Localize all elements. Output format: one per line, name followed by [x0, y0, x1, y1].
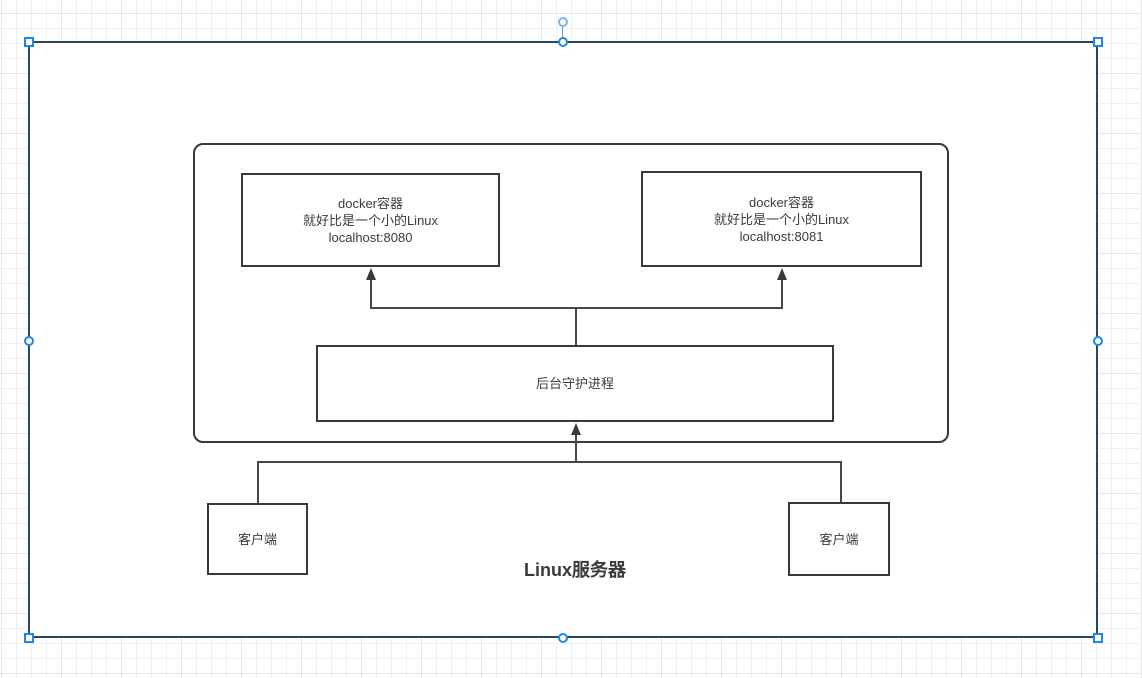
connector-left-client-vertical[interactable] [257, 461, 259, 504]
server-group-box[interactable] [193, 143, 949, 443]
docker-left-title: docker容器 [337, 195, 404, 211]
rotation-stick [562, 26, 563, 38]
connector-daemon-top-vertical[interactable] [575, 307, 577, 347]
docker-left-address: localhost:8080 [328, 229, 413, 245]
client-left-box[interactable]: 客户端 [207, 503, 308, 575]
client-right-box[interactable]: 客户端 [788, 502, 890, 576]
connector-to-right-container-vertical[interactable] [781, 272, 783, 309]
arrowhead-up-left-container-icon [366, 268, 376, 280]
connector-right-client-vertical[interactable] [840, 461, 842, 503]
resize-handle-e[interactable] [1093, 336, 1103, 346]
selected-outer-rectangle[interactable] [28, 41, 1098, 638]
connector-daemon-bottom-vertical[interactable] [575, 427, 577, 463]
client-left-label: 客户端 [237, 531, 277, 547]
daemon-box[interactable]: 后台守护进程 [316, 345, 834, 422]
connector-clients-horizontal[interactable] [257, 461, 842, 463]
client-right-label: 客户端 [819, 531, 859, 547]
docker-right-subtitle: 就好比是一个小的Linux [713, 211, 850, 227]
arrowhead-up-daemon-icon [571, 423, 581, 435]
docker-left-subtitle: 就好比是一个小的Linux [302, 212, 439, 228]
docker-right-address: localhost:8081 [739, 228, 824, 244]
docker-container-right-box[interactable]: docker容器 就好比是一个小的Linux localhost:8081 [641, 171, 922, 267]
resize-handle-sw[interactable] [24, 633, 34, 643]
resize-handle-ne[interactable] [1093, 37, 1103, 47]
resize-handle-n[interactable] [558, 37, 568, 47]
resize-handle-s[interactable] [558, 633, 568, 643]
arrowhead-up-right-container-icon [777, 268, 787, 280]
daemon-label: 后台守护进程 [535, 376, 614, 391]
docker-right-title: docker容器 [748, 194, 815, 210]
resize-handle-se[interactable] [1093, 633, 1103, 643]
server-group-caption: Linux服务器 [524, 560, 626, 580]
connector-to-left-container-vertical[interactable] [370, 272, 372, 309]
resize-handle-w[interactable] [24, 336, 34, 346]
docker-container-left-box[interactable]: docker容器 就好比是一个小的Linux localhost:8080 [241, 173, 500, 267]
resize-handle-nw[interactable] [24, 37, 34, 47]
rotation-handle[interactable] [558, 17, 568, 27]
